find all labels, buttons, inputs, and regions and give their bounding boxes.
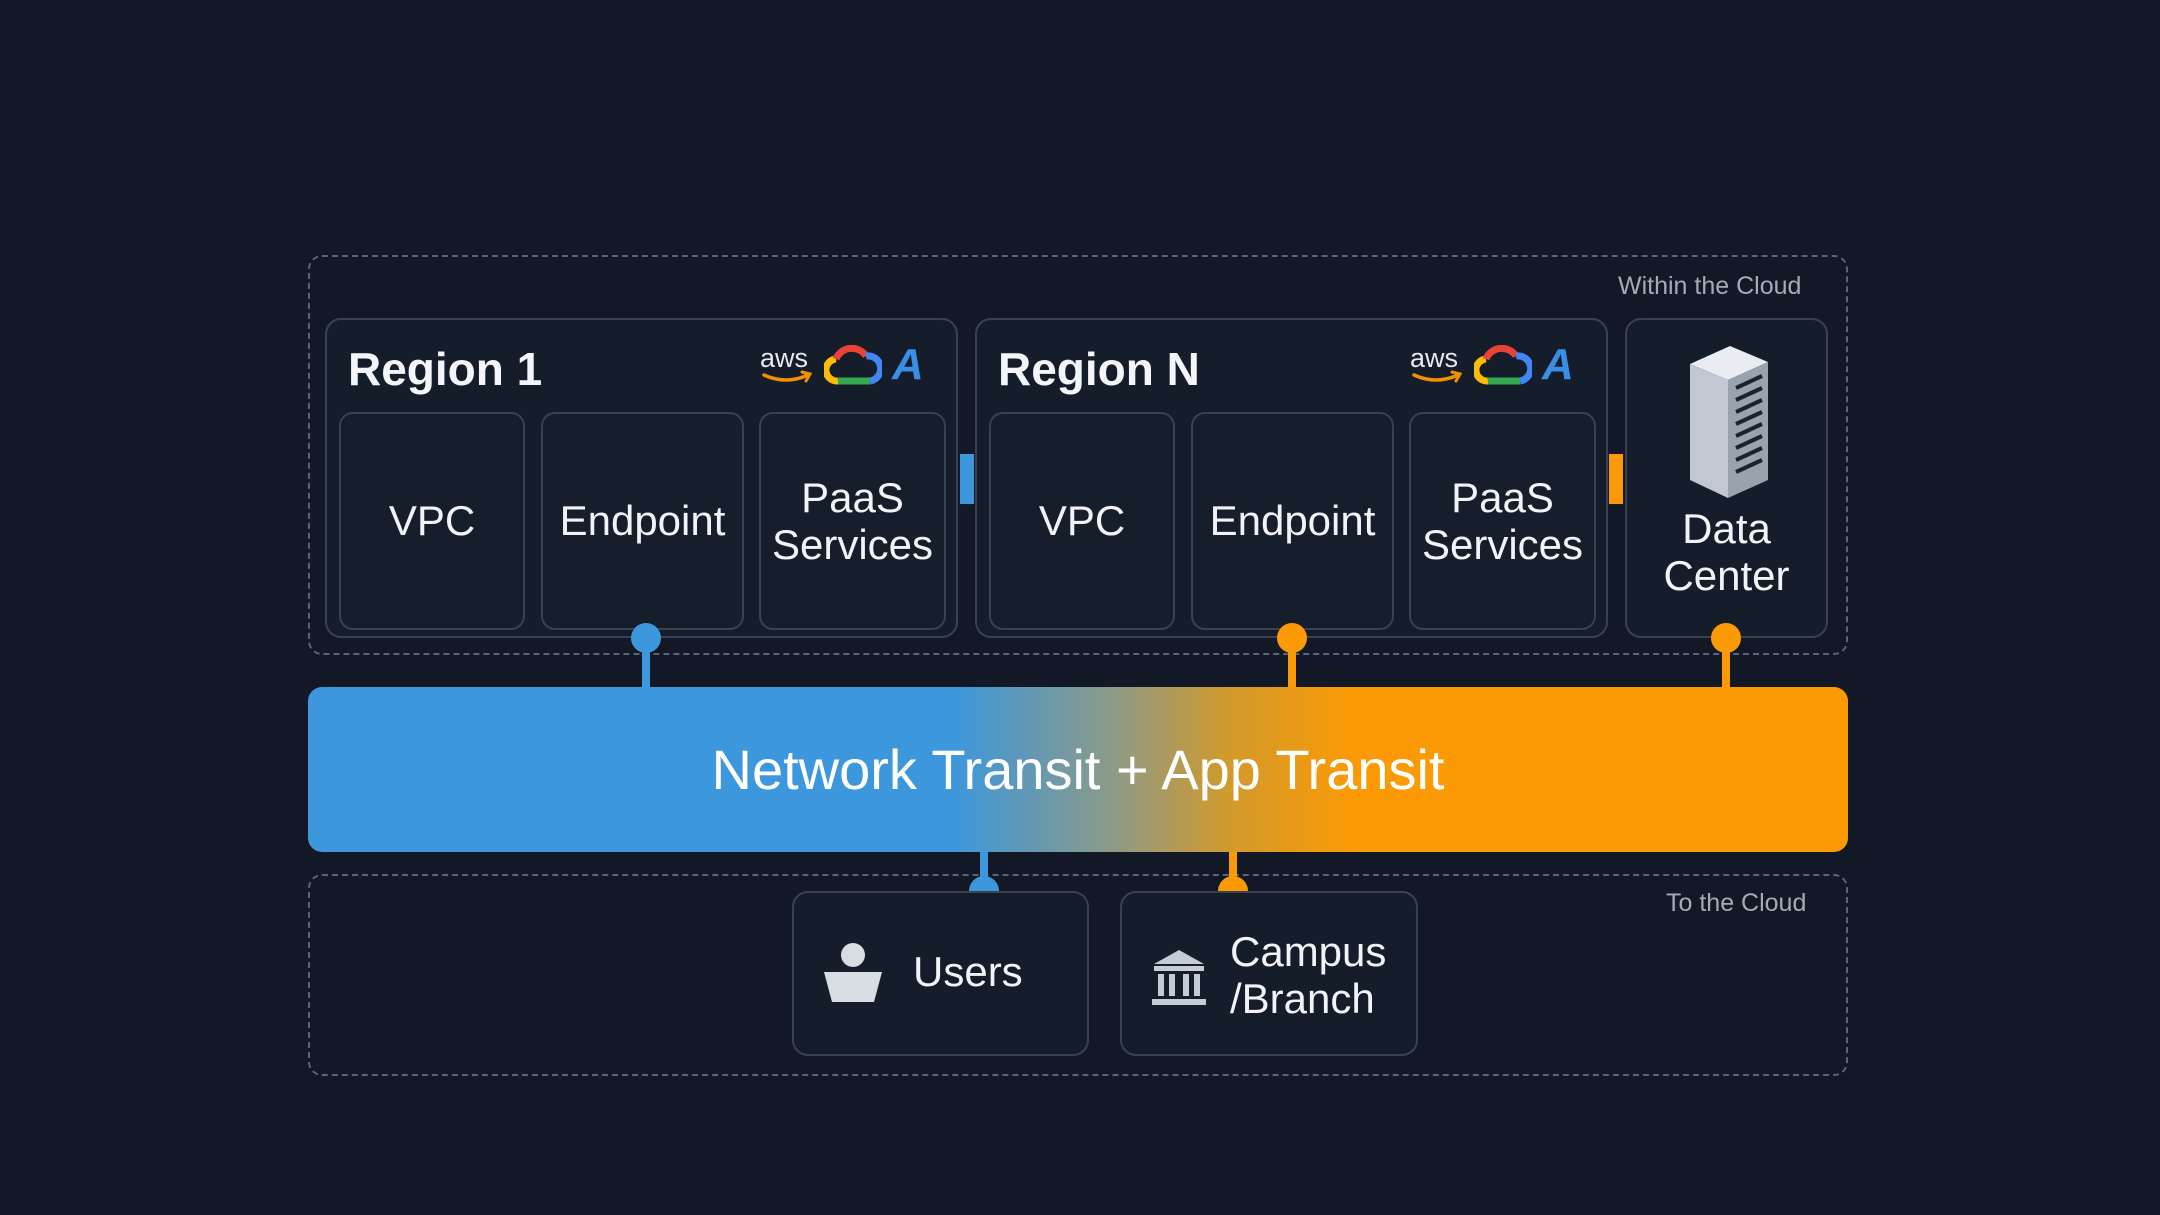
aws-logo-icon: aws: [1408, 345, 1468, 387]
to-cloud-label: To the Cloud: [1666, 889, 1807, 917]
region-n-provider-logos: aws A: [1408, 343, 1588, 389]
campus-line1: Campus: [1230, 928, 1387, 975]
endpoint-1-connector-dot: [631, 623, 661, 653]
region-1-title: Region 1: [348, 343, 543, 395]
aws-logo-icon: aws: [758, 345, 818, 387]
region-1-provider-logos: aws A: [758, 343, 938, 389]
azure-logo-icon: A: [892, 340, 924, 389]
region-n-paas-line1: PaaS: [1451, 473, 1554, 521]
campus-label: Campus /Branch: [1230, 928, 1386, 1022]
users-label: Users: [913, 948, 1023, 995]
endpoint-n-connector-stem: [1288, 638, 1296, 690]
region-n-endpoint-cell: Endpoint: [1191, 412, 1394, 630]
within-cloud-label: Within the Cloud: [1618, 272, 1802, 300]
region-1-vpc-cell: VPC: [339, 412, 525, 630]
datacenter-line2: Center: [1663, 552, 1790, 600]
datacenter-connector-dot: [1711, 623, 1741, 653]
region-bridge-connector: [960, 454, 974, 504]
region-n-vpc-cell: VPC: [989, 412, 1175, 630]
user-icon: [824, 943, 882, 1002]
bank-building-icon: [1152, 950, 1206, 1005]
within-cloud-zone: [308, 255, 1848, 655]
campus-line2: /Branch: [1230, 975, 1375, 1023]
datacenter-line1: Data: [1682, 505, 1771, 552]
transit-bar: Network Transit + App Transit: [308, 687, 1848, 852]
google-cloud-logo-icon: [1474, 345, 1532, 385]
azure-logo-icon: A: [1542, 340, 1574, 389]
datacenter-label: Data Center: [1625, 505, 1828, 599]
region-1-paas-line1: PaaS: [801, 473, 904, 521]
google-cloud-logo-icon: [824, 345, 882, 385]
campus-connector-stem: [1229, 852, 1237, 892]
datacenter-connector-stem: [1722, 638, 1730, 690]
region-n-paas-cell: PaaS Services: [1409, 412, 1596, 630]
region-1-endpoint-cell: Endpoint: [541, 412, 744, 630]
users-connector-stem: [980, 852, 988, 892]
endpoint-n-connector-dot: [1277, 623, 1307, 653]
region-1-paas-cell: PaaS Services: [759, 412, 946, 630]
region-1-paas-line2: Services: [771, 521, 934, 568]
to-cloud-zone: [308, 874, 1848, 1076]
server-rack-icon: [1690, 346, 1768, 498]
campus-panel: [1120, 891, 1418, 1056]
datacenter-bridge-connector: [1609, 454, 1623, 504]
region-n-title: Region N: [998, 343, 1200, 395]
endpoint-1-connector-stem: [642, 638, 650, 690]
region-n-paas-line2: Services: [1421, 521, 1584, 568]
